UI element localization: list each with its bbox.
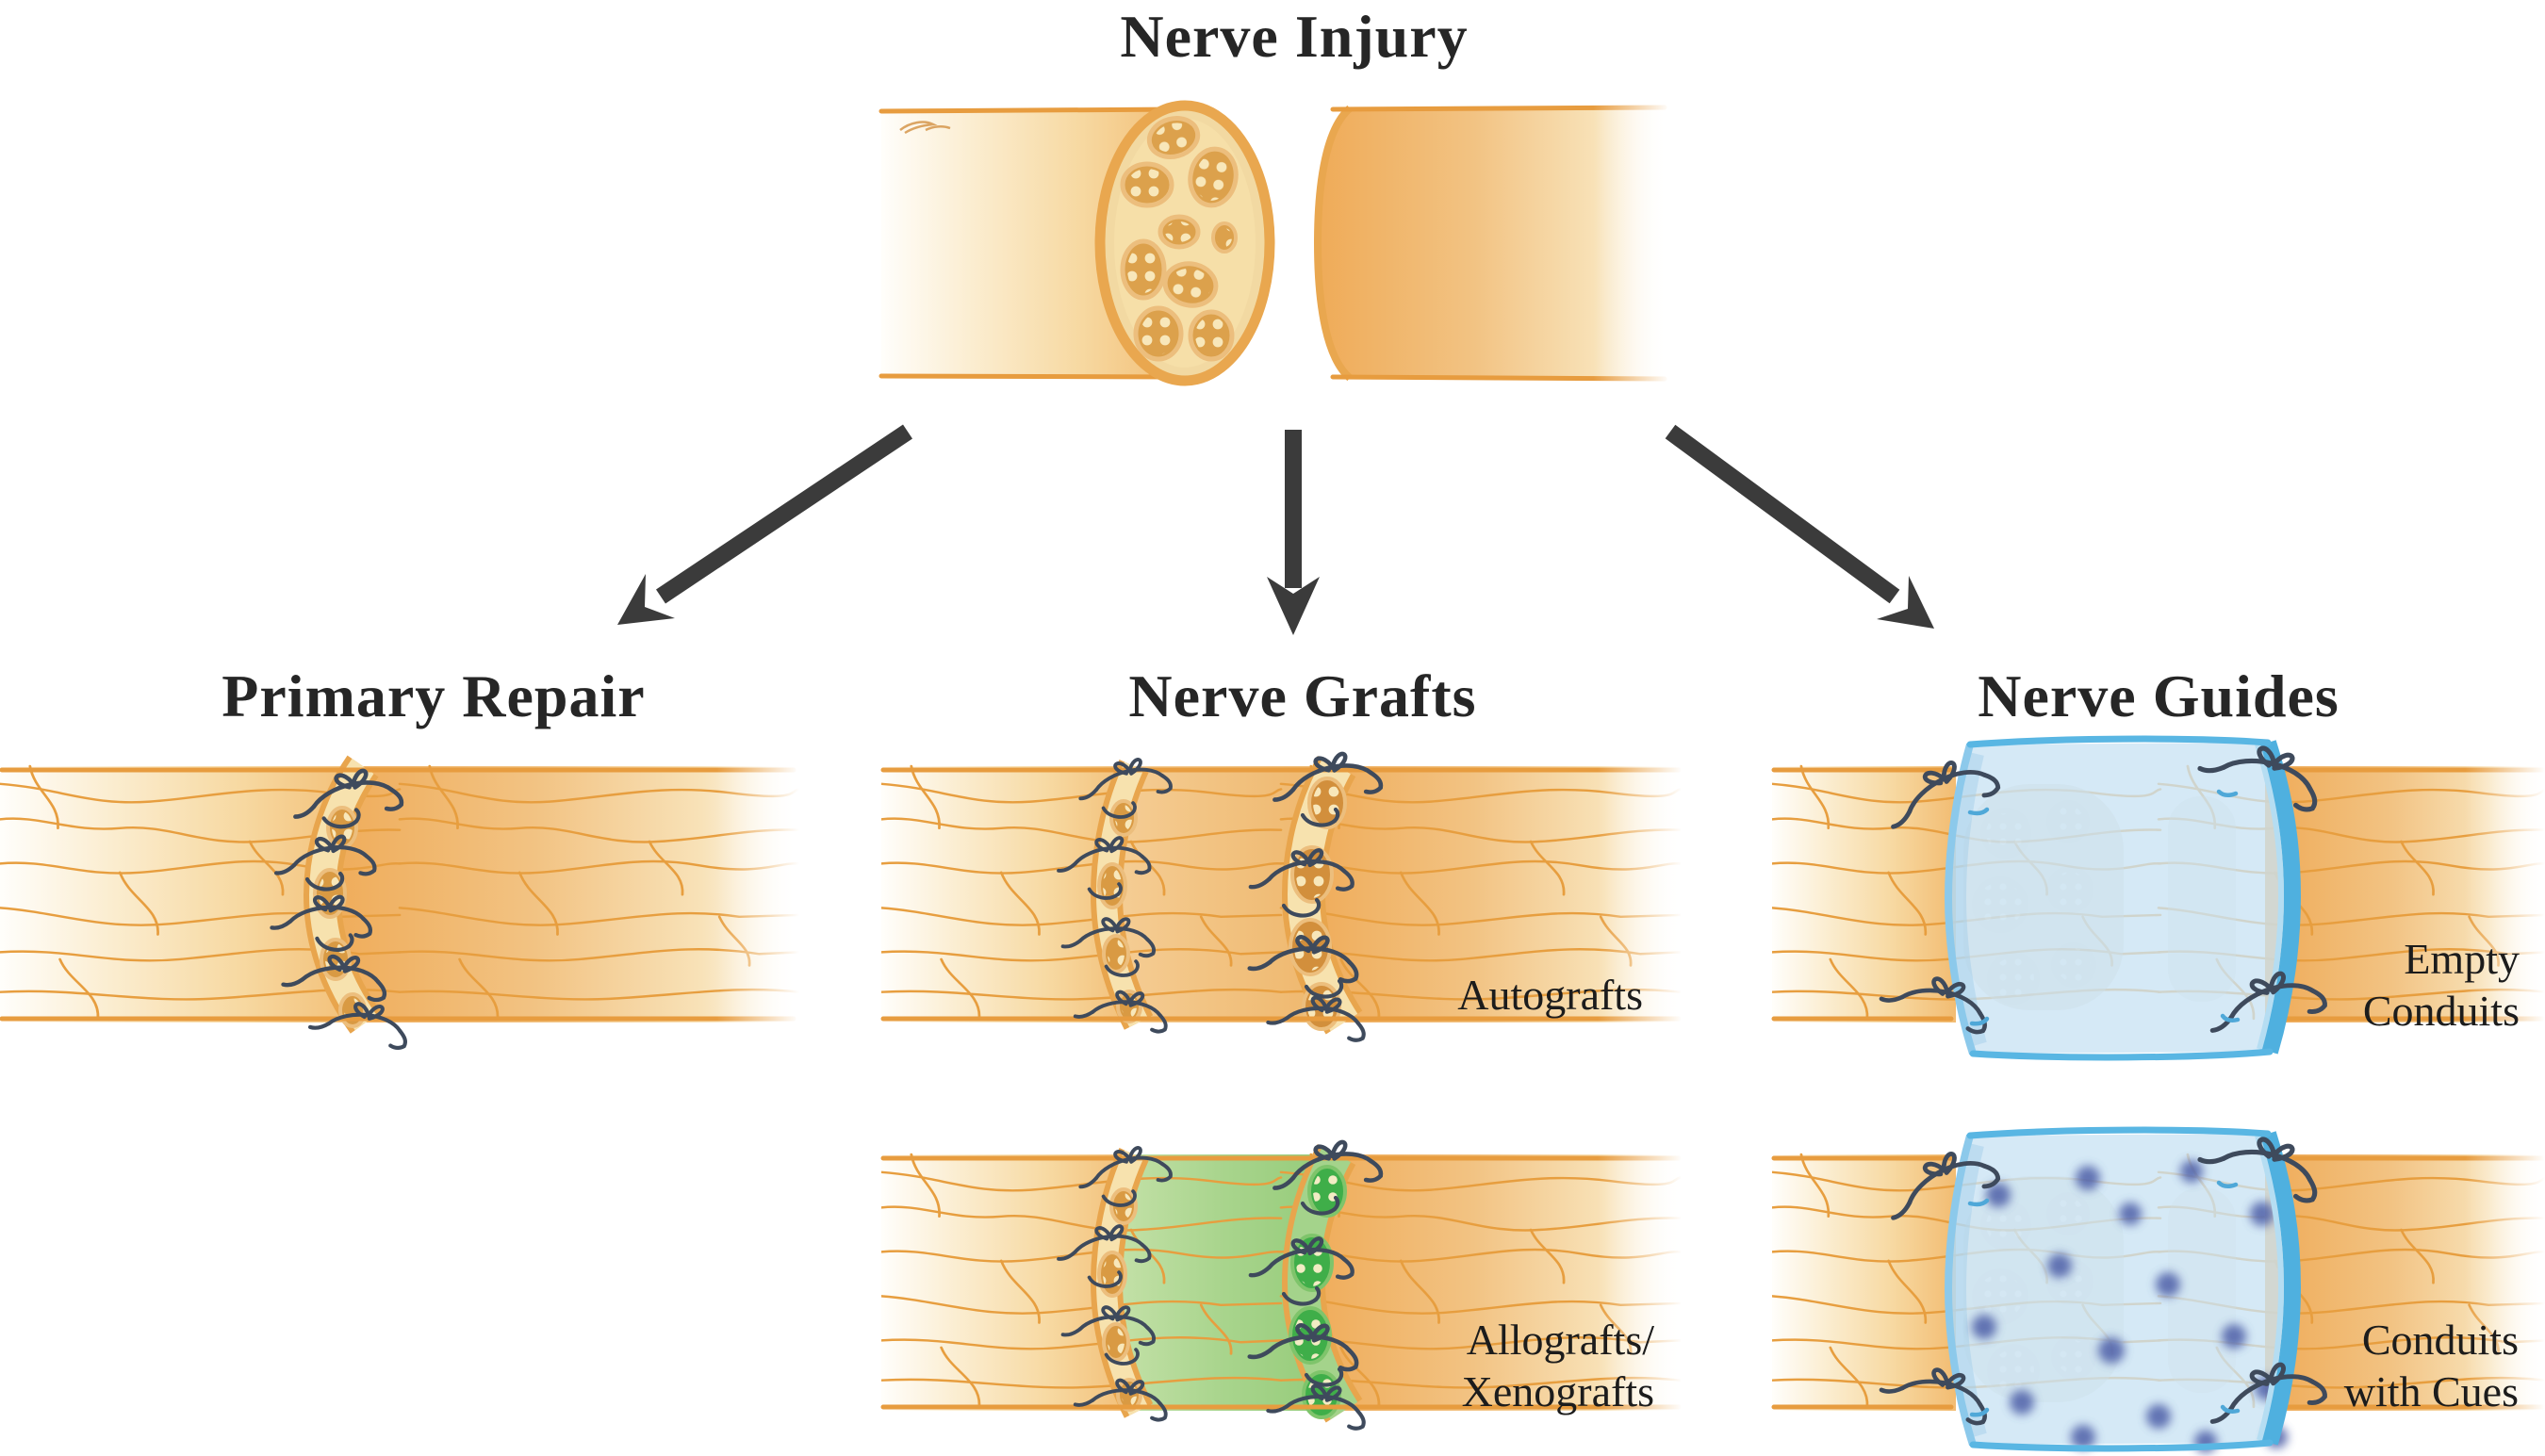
title-nerve-injury: Nerve Injury [1120,3,1469,70]
autograft-illustration [880,749,1683,1041]
empty-conduit-illustration [1771,730,2545,1061]
arrow-to-nerve-grafts [1267,430,1320,635]
branch-arrows [617,424,1934,635]
arrow-to-nerve-guides [1665,424,1934,629]
nerve-injury-illustration [878,100,1670,386]
label-allografts-line1: Allografts/ [1466,1316,1654,1364]
label-conduits-with-cues: Conduits with Cues [2344,1314,2519,1417]
allograft-illustration [880,1137,1683,1430]
fascicle-cluster [1120,116,1239,362]
label-empty-line1: Empty [2404,935,2520,983]
title-primary-repair: Primary Repair [222,663,646,729]
label-cues-line1: Conduits [2361,1316,2519,1364]
title-nerve-guides: Nerve Guides [1978,663,2340,729]
label-allografts-xenografts: Allografts/ Xenografts [1462,1314,1654,1417]
empty-conduit-sutures [1880,730,2327,1037]
cue-conduit-sutures [1880,1121,2327,1428]
label-allografts-line2: Xenografts [1461,1367,1654,1415]
primary-repair-illustration [0,755,799,1049]
title-nerve-grafts: Nerve Grafts [1128,663,1477,729]
label-empty-conduits: Empty Conduits [2363,933,2520,1037]
label-empty-line2: Conduits [2362,987,2520,1035]
arrow-to-primary-repair [617,424,912,625]
cue-dots [1972,1160,2288,1453]
cue-conduit-illustration [1771,1121,2545,1453]
label-autografts: Autografts [1457,971,1643,1019]
label-cues-line2: with Cues [2343,1367,2519,1415]
